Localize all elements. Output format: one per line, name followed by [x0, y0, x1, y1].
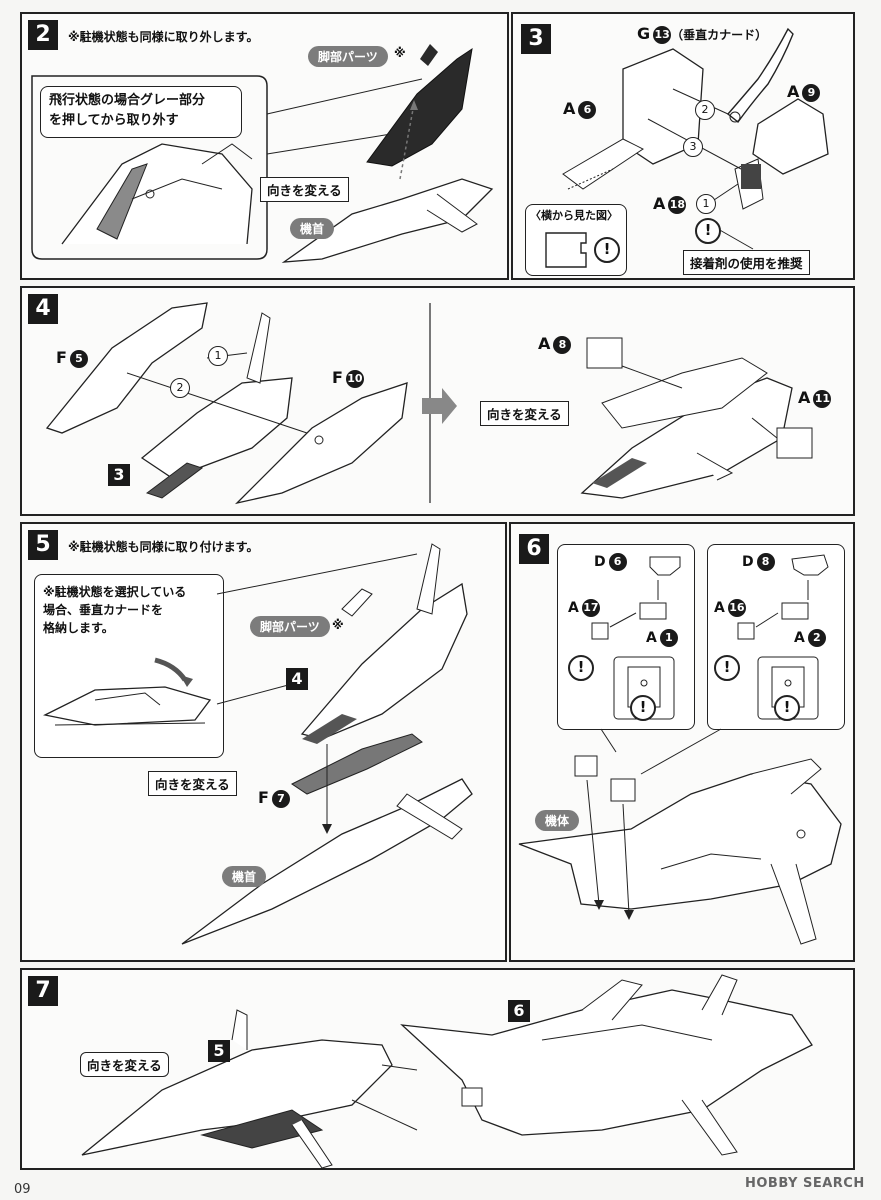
step-number: 2 — [28, 20, 58, 50]
step-note: ※駐機状態も同様に取り付けます。 — [68, 540, 259, 554]
order-1: 1 — [208, 346, 228, 366]
order-2: 2 — [695, 100, 715, 120]
step-number: 4 — [28, 294, 58, 324]
step-5-panel: 5 ※駐機状態も同様に取り付けます。 ※駐機状態を選択している 場合、垂直カナー… — [20, 522, 507, 962]
parked-note: ※駐機状態を選択している 場合、垂直カナードを 格納します。 — [43, 585, 187, 635]
leg-parts-label: 脚部パーツ — [308, 46, 388, 67]
parked-state-inset: ※駐機状態を選択している 場合、垂直カナードを 格納します。 — [34, 574, 224, 758]
leg-parts-label: 脚部パーツ — [250, 616, 330, 637]
warning-icon: ! — [568, 655, 594, 681]
side-view-drawing — [545, 232, 587, 268]
order-3: 3 — [683, 137, 703, 157]
order-2: 2 — [170, 378, 190, 398]
step-7-illustration — [81, 974, 813, 1168]
warning-icon: ! — [594, 237, 620, 263]
step-number: 3 — [521, 24, 551, 54]
step-number: 6 — [519, 534, 549, 564]
step-note: ※駐機状態も同様に取り外します。 — [68, 30, 259, 44]
nose-label: 機首 — [290, 218, 335, 239]
watermark: HOBBY SEARCH — [745, 1176, 865, 1191]
page-number: 09 — [14, 1182, 31, 1197]
zoom-inset-illustration — [31, 44, 494, 263]
nose-label: 機首 — [222, 866, 267, 887]
right-subassembly-drawing — [737, 554, 829, 720]
glue-note: 接着剤の使用を推奨 — [683, 250, 810, 275]
step-6-body-illustration — [518, 728, 842, 945]
step-5-illustration — [181, 543, 473, 945]
leg-mark: ※ — [332, 618, 344, 632]
ref-step-5: 5 — [208, 1040, 230, 1062]
warning-icon: ! — [630, 695, 656, 721]
ref-step-4: 4 — [286, 668, 308, 690]
ref-step-3: 3 — [108, 464, 130, 486]
rotate-label: 向きを変える — [148, 771, 237, 796]
ref-step-6: 6 — [508, 1000, 530, 1022]
step-number: 7 — [28, 976, 58, 1006]
warning-icon: ! — [695, 218, 721, 244]
parked-drawing — [43, 657, 212, 726]
side-view-label: 〈横から見た図〉 — [530, 209, 618, 222]
rotate-label: 向きを変える — [80, 1052, 169, 1077]
warning-icon: ! — [714, 655, 740, 681]
step-4-illustration — [45, 302, 813, 505]
leg-mark: ※ — [394, 46, 406, 60]
body-label: 機体 — [535, 810, 580, 831]
warning-icon: ! — [774, 695, 800, 721]
rotate-label: 向きを変える — [260, 177, 349, 202]
step-number: 5 — [28, 530, 58, 560]
side-view-inset: 〈横から見た図〉 ! — [525, 204, 627, 276]
order-1: 1 — [696, 194, 716, 214]
step-3-illustration — [562, 27, 829, 250]
flight-callout: 飛行状態の場合グレー部分 を押してから取り外す — [40, 86, 242, 138]
rotate-label: 向きを変える — [480, 401, 569, 426]
step-2-panel: 2 ※駐機状態も同様に取り外します。 飛行状態の場合グレー部分 を押してから取り… — [20, 12, 509, 280]
step-7-panel: 7 向きを変える 5 6 — [20, 968, 855, 1170]
